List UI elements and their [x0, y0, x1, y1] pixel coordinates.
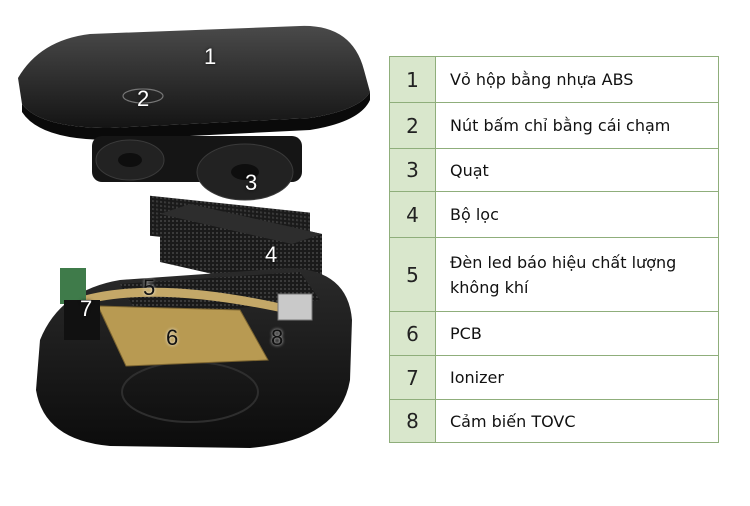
touch-button-ring — [122, 88, 164, 104]
callout-8: 8 — [271, 325, 284, 350]
exploded-device-illustration: 1 2 3 4 5 6 7 8 — [18, 25, 370, 448]
legend-label: Vỏ hộp bằng nhựa ABS — [435, 56, 719, 103]
legend-number: 5 — [389, 237, 436, 312]
legend-label: Cảm biến TOVC — [435, 399, 719, 443]
callout-4: 4 — [265, 242, 278, 267]
legend-number: 1 — [389, 56, 436, 103]
tvoc-sensor-part — [277, 293, 313, 321]
legend-number: 8 — [389, 399, 436, 443]
top-cover-part — [18, 25, 370, 140]
legend-row: 5 Đèn led báo hiệu chất lượng không khí — [389, 237, 719, 312]
legend-number: 2 — [389, 102, 436, 149]
ionizer-board — [60, 268, 86, 304]
legend-row: 1 Vỏ hộp bằng nhựa ABS — [389, 56, 719, 103]
legend-table: 1 Vỏ hộp bằng nhựa ABS 2 Nút bấm chỉ bằn… — [389, 56, 719, 443]
legend-number: 6 — [389, 311, 436, 356]
legend-row: 3 Quạt — [389, 148, 719, 192]
callout-1: 1 — [204, 44, 217, 69]
legend-row: 6 PCB — [389, 311, 719, 356]
legend-number: 4 — [389, 191, 436, 238]
led-strip-part — [70, 287, 300, 316]
device-illustration-svg — [18, 25, 370, 448]
callout-2: 2 — [137, 86, 150, 111]
callout-5: 5 — [143, 275, 156, 300]
callout-3: 3 — [245, 170, 258, 195]
legend-label: PCB — [435, 311, 719, 356]
legend-label: Bộ lọc — [435, 191, 719, 238]
legend-number: 3 — [389, 148, 436, 192]
ionizer-part — [64, 300, 100, 340]
callout-6: 6 — [166, 325, 179, 350]
legend-label: Ionizer — [435, 355, 719, 400]
legend-row: 8 Cảm biến TOVC — [389, 399, 719, 443]
legend-row: 7 Ionizer — [389, 355, 719, 400]
legend-label: Nút bấm chỉ bằng cái chạm — [435, 102, 719, 149]
legend-label: Quạt — [435, 148, 719, 192]
callout-7: 7 — [80, 296, 93, 321]
pcb-board-part — [97, 305, 269, 367]
legend-number: 7 — [389, 355, 436, 400]
legend-label: Đèn led báo hiệu chất lượng không khí — [435, 237, 719, 312]
legend-row: 4 Bộ lọc — [389, 191, 719, 238]
legend-row: 2 Nút bấm chỉ bằng cái chạm — [389, 102, 719, 149]
